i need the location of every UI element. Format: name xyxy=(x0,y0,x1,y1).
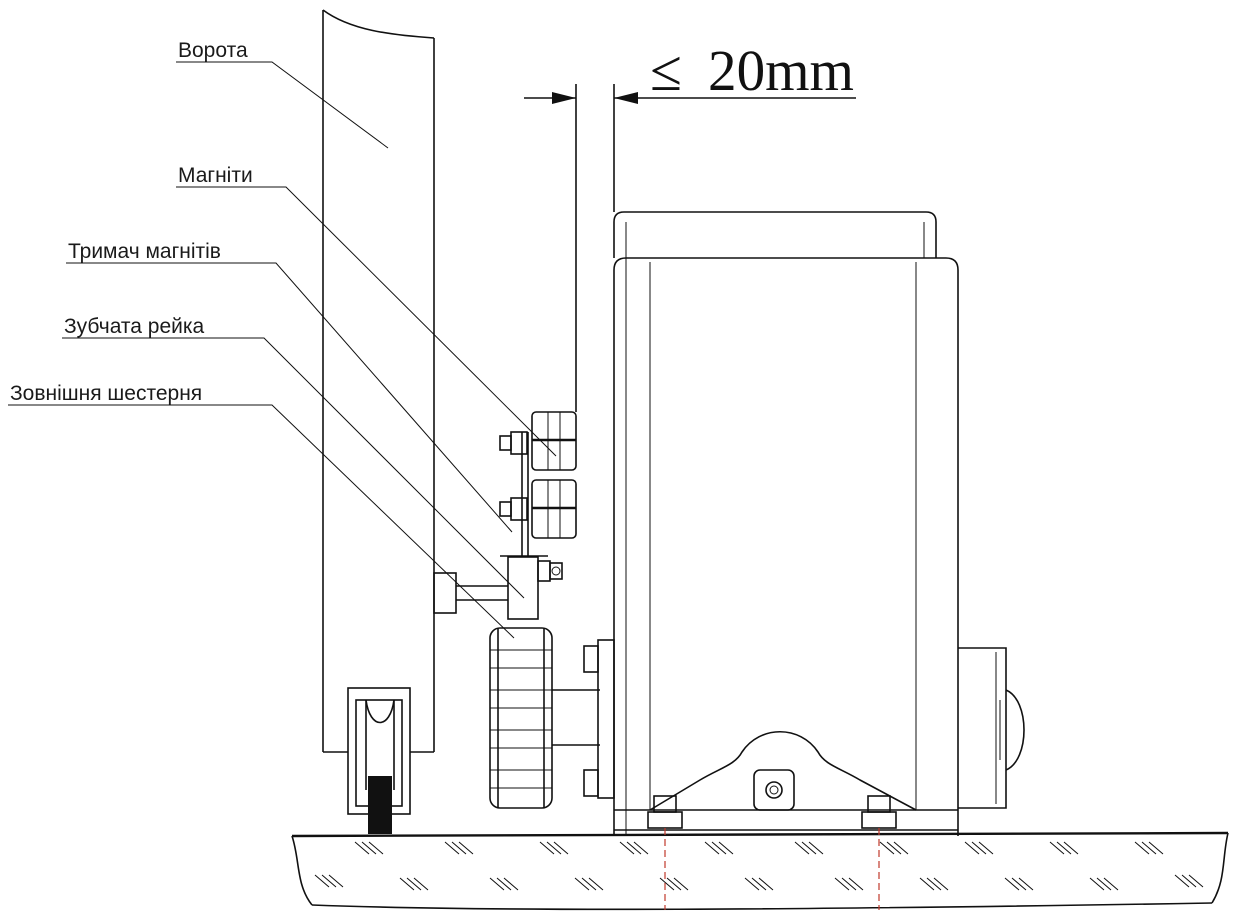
callout-labels: Ворота Магніти Тримач магнітів Зубчата р… xyxy=(10,39,253,405)
label-magnets: Магніти xyxy=(178,164,253,187)
gate-leaf xyxy=(322,9,508,753)
motor-body xyxy=(583,211,1025,836)
external-gear xyxy=(489,627,600,809)
dimension-value: 20mm xyxy=(708,38,854,103)
gear-rack xyxy=(500,432,563,620)
anchor-dash-lines xyxy=(664,828,880,910)
label-external-gear: Зовнішня шестерня xyxy=(10,382,202,405)
magnet-holder xyxy=(499,431,528,521)
ground-base xyxy=(291,831,1229,911)
magnets xyxy=(531,411,577,539)
label-gate: Ворота xyxy=(178,39,248,62)
gate-wheel xyxy=(347,687,411,834)
label-gear-rack: Зубчата рейка xyxy=(64,315,205,338)
callout-leaders xyxy=(8,61,557,639)
ground-hatching xyxy=(314,841,1204,891)
dimension-symbol: ≤ xyxy=(650,38,682,103)
label-magnet-holder: Тримач магнітів xyxy=(68,240,221,263)
dimension-annotation: ≤ 20mm xyxy=(524,38,856,412)
